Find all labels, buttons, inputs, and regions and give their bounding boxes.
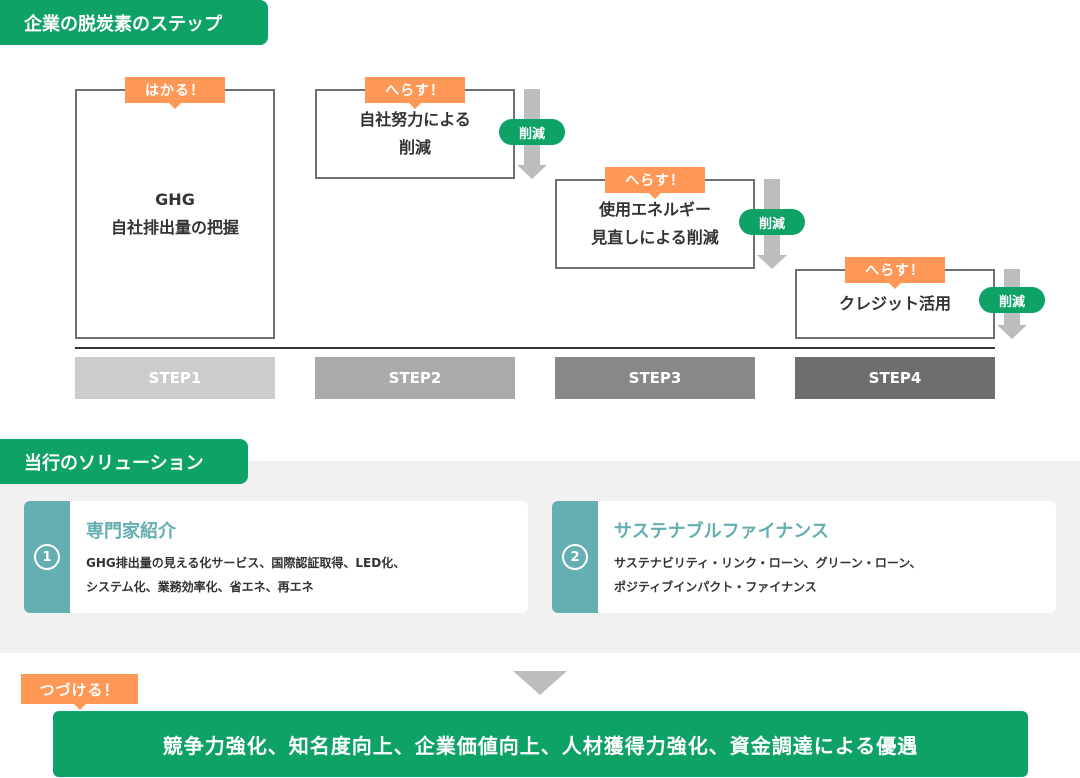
solution-desc-line2: システム化、業務効率化、省エネ、再エネ [86,580,314,594]
step1-line1: GHG [155,190,195,209]
solution-number-column: 2 [552,501,598,613]
benefits-banner: 競争力強化、知名度向上、企業価値向上、人材獲得力強化、資金調達による優遇 [53,711,1028,777]
circled-number-icon: 2 [562,544,588,570]
step2-line1: 自社努力による [359,110,471,129]
solution-desc-line1: サステナビリティ・リンク・ローン、グリーン・ローン、 [614,556,922,570]
step3-label: STEP3 [555,357,755,399]
step4-reduce-badge: 削減 [979,287,1045,313]
solution-number-column: 1 [24,501,70,613]
step1-line2: 自社排出量の把握 [110,218,239,237]
decarbonization-steps-title: 企業の脱炭素のステップ [0,0,268,45]
solution-title: 専門家紹介 [86,521,176,542]
circled-number-icon: 1 [34,544,60,570]
solution-card-1: 1 専門家紹介 GHG排出量の見える化サービス、国際認証取得、LED化、 システ… [24,501,528,613]
step1-tag: はかる！ [125,77,225,109]
solution-desc-line1: GHG排出量の見える化サービス、国際認証取得、LED化、 [86,556,406,570]
step3-box: 使用エネルギー 見直しによる削減 [555,179,755,269]
continue-tag: つづける！ [21,674,138,710]
step3-tag: へらす！ [605,167,705,199]
step2-reduce-badge: 削減 [499,119,565,145]
step4-tag: へらす！ [845,257,945,289]
step1-box: GHG 自社排出量の把握 [75,89,275,339]
step1-label: STEP1 [75,357,275,399]
step3-line2: 見直しによる削減 [591,228,719,247]
step2-tag: へらす！ [365,77,465,109]
baseline-divider [75,347,995,349]
step2-label: STEP2 [315,357,515,399]
solution-desc-line2: ポジティブインパクト・ファイナンス [614,580,817,594]
step4-label: STEP4 [795,357,995,399]
solution-title: サステナブルファイナンス [614,521,829,542]
step3-reduce-badge: 削減 [739,209,805,235]
step4-line1: クレジット活用 [838,294,951,313]
solution-card-2: 2 サステナブルファイナンス サステナビリティ・リンク・ローン、グリーン・ローン… [552,501,1056,613]
step3-line1: 使用エネルギー [598,200,711,219]
step2-line2: 削減 [398,138,431,157]
solutions-title: 当行のソリューション [0,439,248,484]
down-triangle-icon [513,671,567,695]
